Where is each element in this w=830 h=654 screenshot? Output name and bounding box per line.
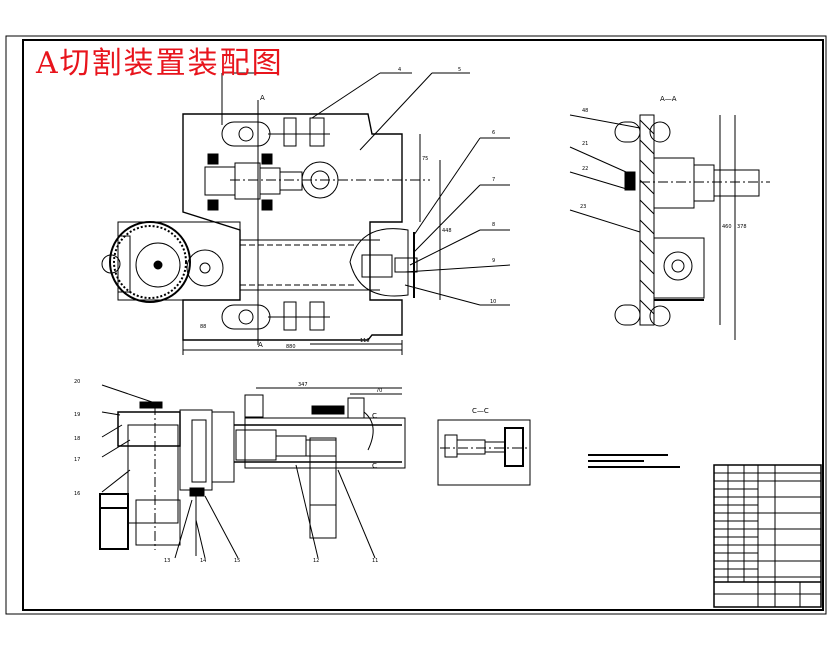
view-labels: A A A—A C—C C C — [258, 94, 677, 470]
front-view — [99, 384, 406, 559]
dim-top-right-2: 448 — [442, 228, 452, 234]
dim-sec-height-1: 460 — [722, 224, 732, 230]
dim-bottom-offset: 70 — [376, 388, 382, 394]
outer-frame — [5, 35, 827, 615]
part-48: 48 — [582, 108, 588, 114]
section-cc-view — [437, 419, 531, 486]
part-17: 17 — [74, 457, 80, 463]
part-number-labels: 4 5 6 7 8 9 10 48 21 22 23 20 19 18 17 1… — [74, 67, 588, 564]
part-9: 9 — [492, 258, 495, 264]
part-15: 15 — [234, 558, 240, 564]
part-12: 12 — [313, 558, 319, 564]
technical-notes — [588, 454, 680, 468]
part-13: 13 — [164, 558, 170, 564]
section-label-a-top: A — [260, 94, 265, 102]
part-4: 4 — [398, 67, 401, 73]
dim-top-right-1: 75 — [422, 156, 428, 162]
part-8: 8 — [492, 222, 495, 228]
top-view — [101, 72, 511, 355]
part-21: 21 — [582, 141, 588, 147]
part-19: 19 — [74, 412, 80, 418]
part-5: 5 — [458, 67, 461, 73]
dim-top-small: 88 — [200, 324, 206, 330]
section-label-a-bottom: A — [258, 341, 263, 349]
part-16: 16 — [74, 491, 80, 497]
title-block — [713, 464, 822, 608]
section-label-c-bottom: C — [372, 462, 377, 470]
drawing-title: A切割装置装配图 — [36, 46, 284, 81]
dim-sec-height-2: 378 — [737, 224, 747, 230]
section-label-c-top: C — [372, 412, 377, 420]
part-11: 11 — [372, 558, 378, 564]
part-6: 6 — [492, 130, 495, 136]
part-14: 14 — [200, 558, 206, 564]
part-18: 18 — [74, 436, 80, 442]
part-20: 20 — [74, 379, 80, 385]
part-10: 10 — [490, 299, 496, 305]
dim-bottom-length: 347 — [298, 382, 308, 388]
dimension-texts: 880 118 88 75 448 460 378 347 70 — [200, 156, 747, 394]
dim-top-width: 880 — [286, 344, 296, 350]
section-label-aa: A—A — [660, 95, 677, 103]
section-aa-view — [569, 114, 770, 340]
inner-frame — [22, 39, 824, 611]
part-23: 23 — [580, 204, 586, 210]
part-22: 22 — [582, 166, 588, 172]
part-7: 7 — [492, 177, 495, 183]
section-label-cc: C—C — [472, 407, 489, 415]
dim-top-offset: 118 — [360, 338, 370, 344]
